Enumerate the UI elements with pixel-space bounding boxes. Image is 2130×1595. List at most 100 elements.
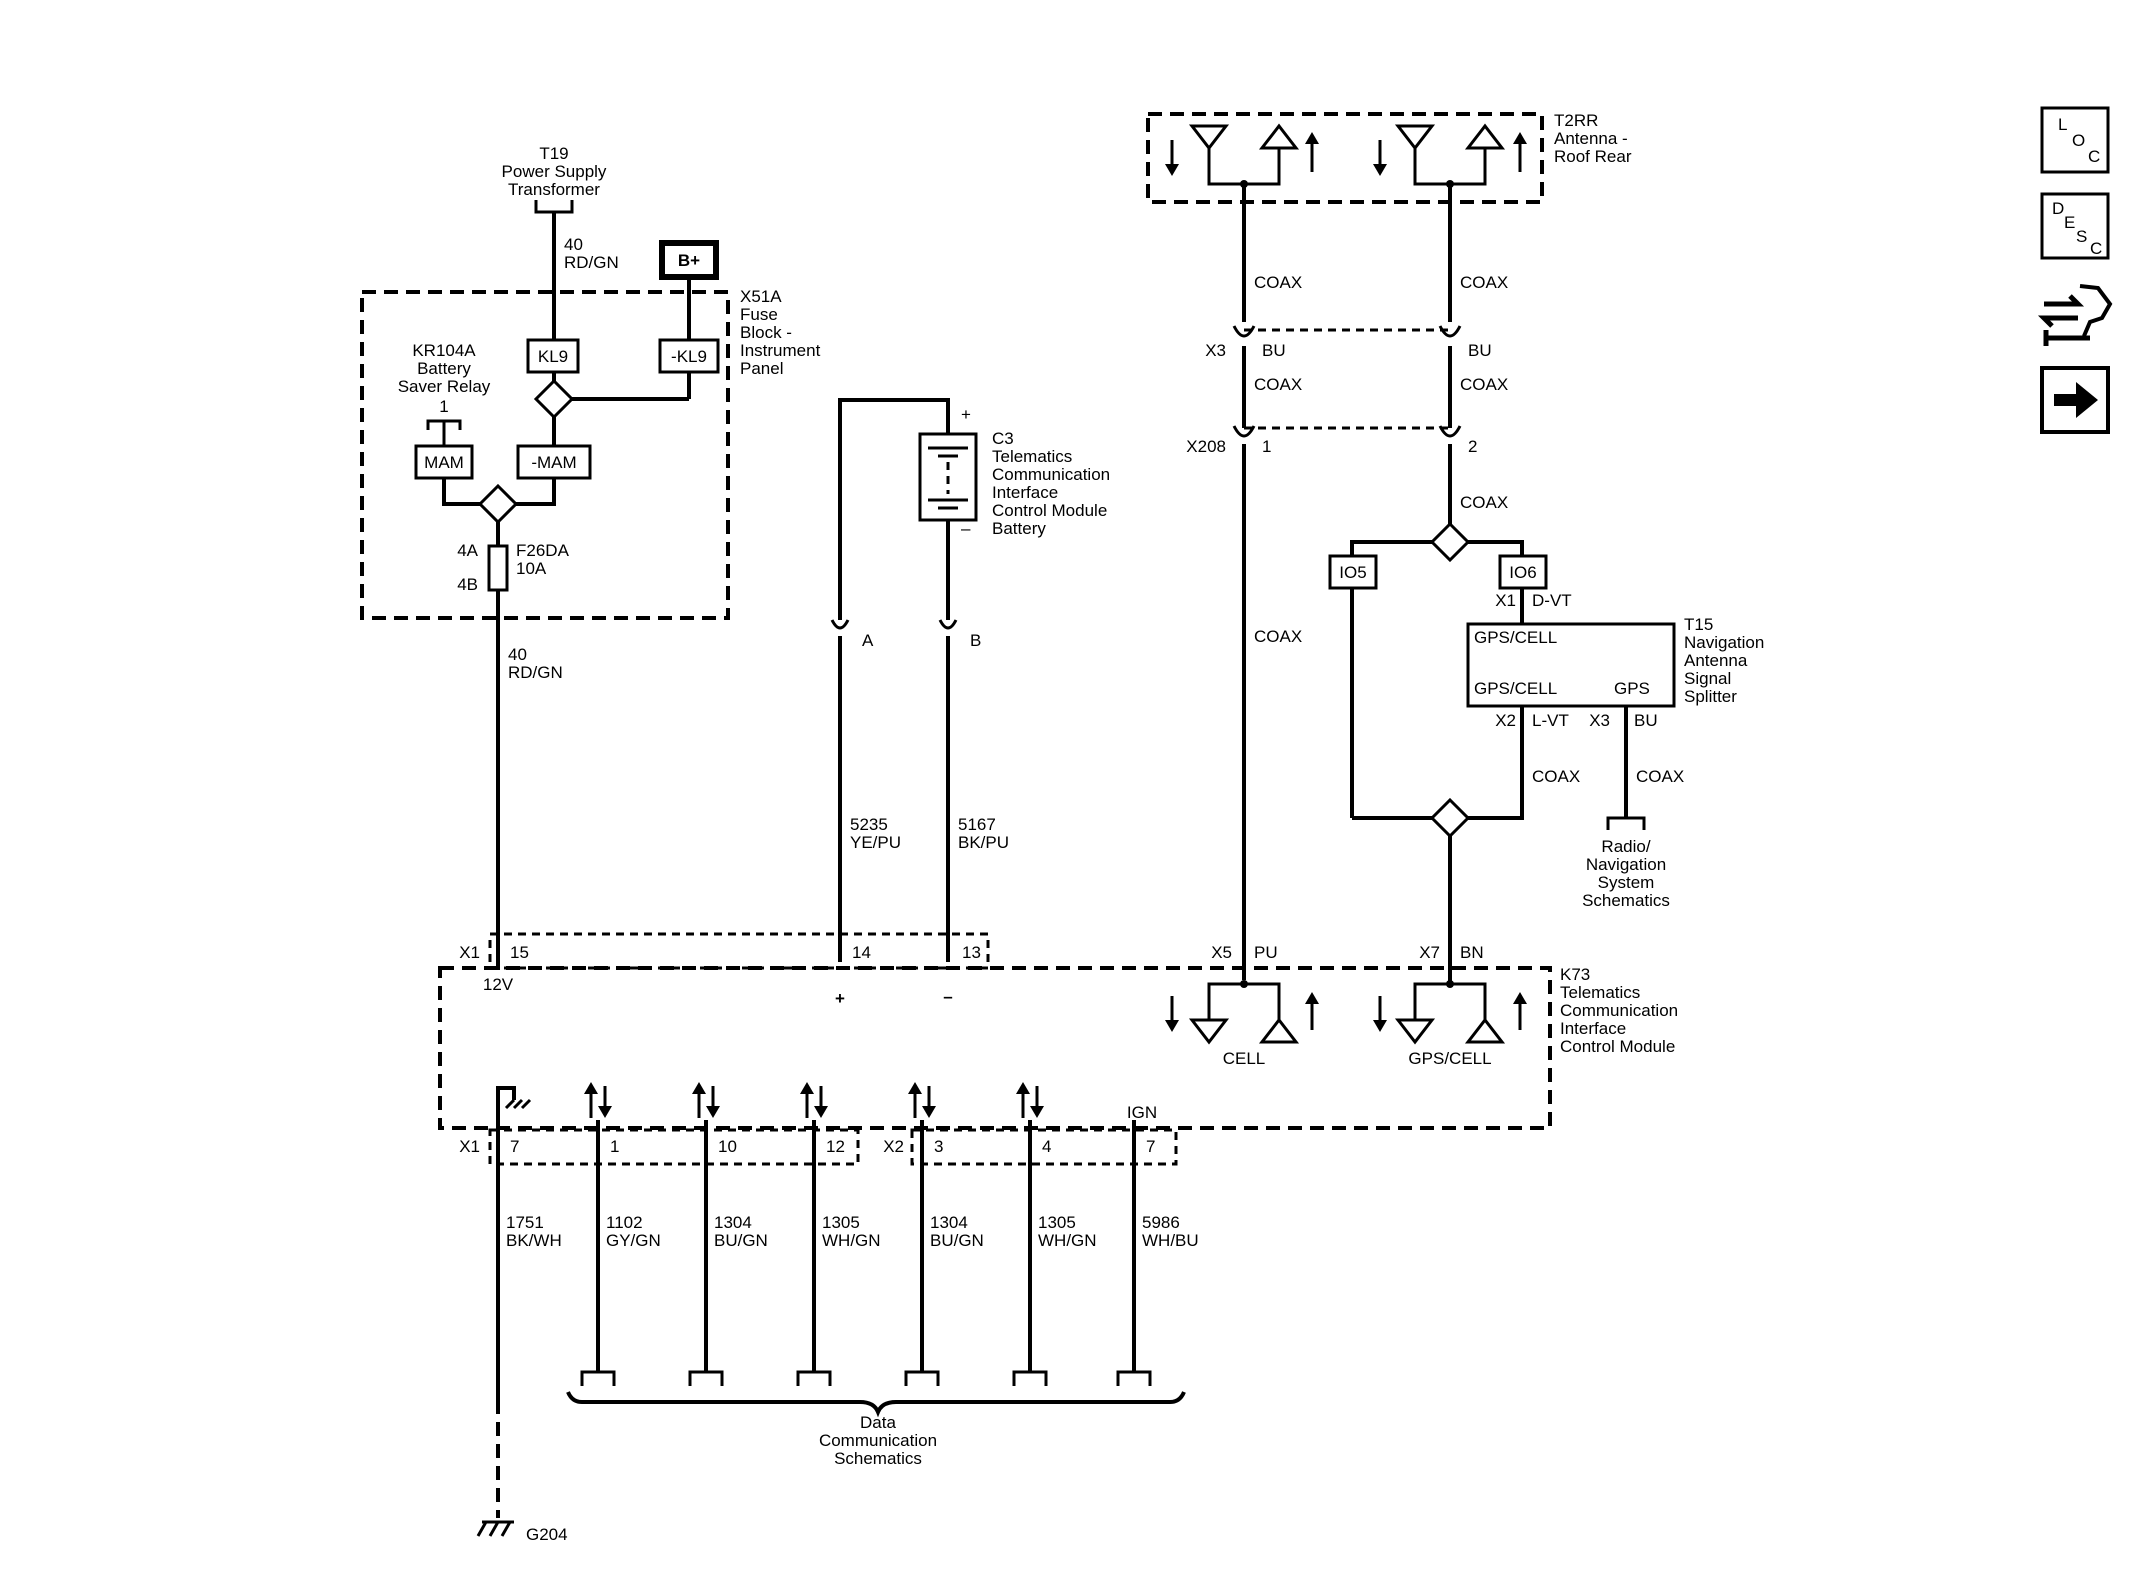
desc-button[interactable]: D E S C [2040, 192, 2110, 260]
k73-x1-bottom-connector [488, 1128, 860, 1166]
bottom-wire-color-6: WH/BU [1142, 1231, 1199, 1250]
k73-x5: X5 [1211, 943, 1232, 962]
t2rr-id: T2RR [1554, 111, 1598, 130]
bottom-wire-pin-2: 10 [718, 1137, 737, 1156]
data-arrow-up-head-4 [908, 1082, 922, 1094]
data-ref-1: Data [860, 1413, 896, 1432]
splice-diamond-splitter-out [1429, 797, 1471, 839]
bottom-wire-color-3: WH/GN [822, 1231, 881, 1250]
radio-ref-4: Schematics [1582, 891, 1670, 910]
wire-5167-circuit: 5167 [958, 815, 996, 834]
loc-button[interactable]: L O C [2040, 106, 2114, 178]
x51a-name-2: Block - [740, 323, 792, 342]
x1-pin-14: 14 [852, 943, 871, 962]
g204-ground-symbol [476, 1520, 514, 1537]
kl9-box [526, 338, 580, 374]
fuse-pin-a: 4A [457, 541, 478, 560]
wire-40-bottom-color: RD/GN [508, 663, 563, 682]
t2rr-gps-antenna [1373, 123, 1527, 186]
t19-power-supply-transformer: T19 Power Supply Transformer [502, 144, 607, 214]
c3-id: C3 [992, 429, 1014, 448]
k73-name-3: Interface [1560, 1019, 1626, 1038]
wire-t15-x2 [1468, 706, 1524, 820]
k73-x2-bottom-connector [910, 1128, 1178, 1166]
x208-right-pin: 2 [1468, 437, 1477, 456]
wire-40-top-circuit: 40 [564, 235, 583, 254]
kr104a-name-1: Battery [417, 359, 471, 378]
b-plus-label: B+ [678, 251, 700, 270]
bottom-wire-color-4: BU/GN [930, 1231, 984, 1250]
t15-label: T15 Navigation Antenna Signal Splitter [1684, 615, 1764, 706]
splice-diamond-splitter-in [1429, 521, 1471, 563]
diagnostic-repair-button[interactable] [2037, 284, 2113, 346]
data-arrow-down-head-5 [1030, 1106, 1044, 1118]
t15-x3: X3 [1589, 711, 1610, 730]
wire-40-top-color: RD/GN [564, 253, 619, 272]
data-arrow-down-head-1 [598, 1106, 612, 1118]
c3-connector-a [830, 619, 850, 630]
x1-top-id: X1 [459, 943, 480, 962]
coax-label-8: COAX [1636, 767, 1684, 786]
x3-left-color: BU [1262, 341, 1286, 360]
loc-icon-c: C [2088, 147, 2100, 166]
mam-label: MAM [424, 453, 464, 472]
g204-label: G204 [526, 1525, 568, 1544]
bottom-wire-circuit-1: 1102 [606, 1213, 643, 1232]
k73-minus: – [943, 987, 952, 1006]
c3-pin-b: B [970, 631, 981, 650]
bottom-wire-circuit-2: 1304 [714, 1213, 752, 1232]
coax-label-5: COAX [1254, 627, 1302, 646]
x51a-boundary [360, 290, 730, 620]
k73-ground-hatch [504, 1098, 532, 1110]
t15-name-4: Splitter [1684, 687, 1737, 706]
data-ref-3: Schematics [834, 1449, 922, 1468]
k73-12v: 12V [483, 975, 514, 994]
bottom-wire-circuit-4: 1304 [930, 1213, 968, 1232]
io6-label: IO6 [1509, 563, 1536, 582]
bottom-wire-color-5: WH/GN [1038, 1231, 1097, 1250]
data-arrow-down-head-4 [922, 1106, 936, 1118]
kr104a-label: KR104A Battery Saver Relay 1 [398, 341, 491, 416]
desc-icon-s: S [2076, 227, 2087, 246]
kr104a-relay-symbol [426, 419, 462, 446]
wire-c3-plus [838, 398, 950, 620]
x51a-id: X51A [740, 287, 782, 306]
k73-data-arrows [584, 1082, 1044, 1118]
bottom-wire-pin-5: 4 [1042, 1137, 1051, 1156]
desc-icon-e: E [2064, 213, 2075, 232]
b-plus-box: B+ [659, 240, 719, 280]
x1-pin-15: 15 [510, 943, 529, 962]
radio-ref-1: Radio/ [1601, 837, 1650, 856]
k73-name-1: Telematics [1560, 983, 1640, 1002]
x51a-name-4: Panel [740, 359, 783, 378]
neg-kl9-box [658, 338, 720, 374]
t19-terminal [534, 200, 574, 214]
bottom-wire-group: 71751BK/WH11102GY/GN101304BU/GN121305WH/… [496, 1120, 1199, 1400]
k73-label: K73 Telematics Communication Interface C… [1560, 965, 1678, 1056]
coax-cell-tap [1240, 180, 1248, 188]
k73-ign: IGN [1127, 1103, 1157, 1122]
next-button[interactable] [2040, 366, 2110, 434]
bottom-wire-terminal-4 [904, 1370, 940, 1386]
k73-cell-label: CELL [1223, 1049, 1266, 1068]
radio-ref-2: Navigation [1586, 855, 1666, 874]
desc-icon-d: D [2052, 199, 2064, 218]
t2rr-cell-antenna [1165, 123, 1319, 186]
k73-x7: X7 [1419, 943, 1440, 962]
x51a-label: X51A Fuse Block - Instrument Panel [740, 287, 821, 378]
c3-name-4: Control Module [992, 501, 1107, 520]
fuse-pin-b: 4B [457, 575, 478, 594]
bottom-wire-color-0: BK/WH [506, 1231, 562, 1250]
kr104a-name-2: Saver Relay [398, 377, 491, 396]
bottom-wire-circuit-5: 1305 [1038, 1213, 1076, 1232]
coax-label-6: COAX [1460, 493, 1508, 512]
k73-id: K73 [1560, 965, 1590, 984]
bottom-wire-pin-3: 12 [826, 1137, 845, 1156]
bottom-wire-terminal-5 [1012, 1370, 1048, 1386]
bottom-wire-pin-4: 3 [934, 1137, 943, 1156]
loc-icon-o: O [2072, 131, 2085, 150]
x51a-name-1: Fuse [740, 305, 778, 324]
x51a-name-3: Instrument [740, 341, 821, 360]
t19-id: T19 [539, 144, 568, 163]
t2rr-name-2: Roof Rear [1554, 147, 1632, 166]
